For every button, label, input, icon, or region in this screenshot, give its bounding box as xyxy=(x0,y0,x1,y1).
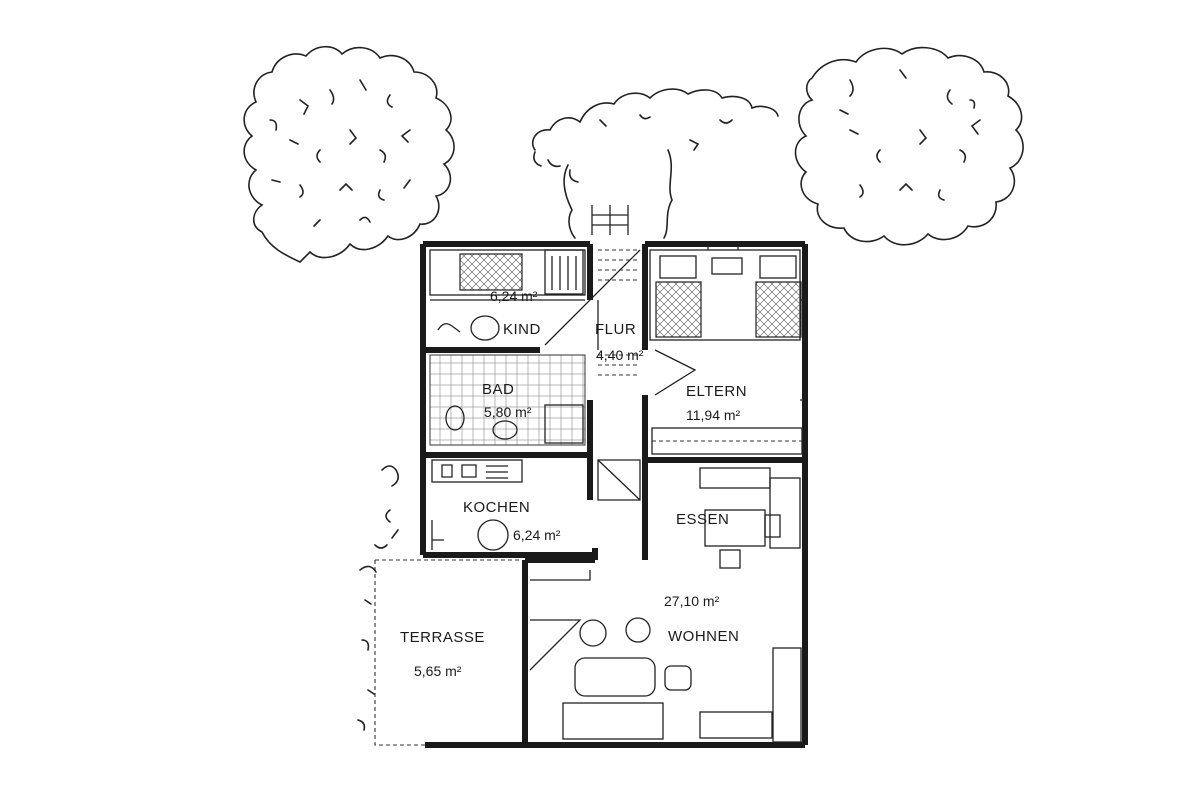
walls xyxy=(420,241,808,748)
room-labels: 6,24 m² KIND FLUR 4,40 m² ELTERN 11,94 m… xyxy=(400,288,747,679)
wohnen-furniture xyxy=(529,570,802,743)
flur-details xyxy=(544,249,697,501)
bad-furniture xyxy=(429,354,586,446)
kind-furniture xyxy=(437,249,584,341)
tree-right xyxy=(794,46,1024,246)
bad-area: 5,80 m² xyxy=(484,404,532,420)
wohnen-name: WOHNEN xyxy=(668,628,739,645)
bad-name: BAD xyxy=(482,381,514,398)
kochen-furniture xyxy=(431,459,523,551)
flur-name: FLUR xyxy=(595,321,636,338)
tree-left xyxy=(243,45,455,263)
essen-name: ESSEN xyxy=(676,511,729,528)
eltern-area: 11,94 m² xyxy=(686,407,741,423)
essen-furniture xyxy=(699,467,801,569)
eltern-furniture xyxy=(651,255,803,455)
tree-middle xyxy=(531,88,779,239)
kochen-area: 6,24 m² xyxy=(513,527,561,543)
flur-area: 4,40 m² xyxy=(596,347,644,363)
terrasse-name: TERRASSE xyxy=(400,629,485,646)
kind-area: 6,24 m² xyxy=(490,288,538,304)
kind-name: KIND xyxy=(503,321,541,338)
terrasse-area: 5,65 m² xyxy=(414,663,462,679)
kochen-name: KOCHEN xyxy=(463,499,530,516)
wohnen-area: 27,10 m² xyxy=(664,593,720,609)
eltern-name: ELTERN xyxy=(686,383,747,400)
terrasse-details xyxy=(357,465,520,746)
